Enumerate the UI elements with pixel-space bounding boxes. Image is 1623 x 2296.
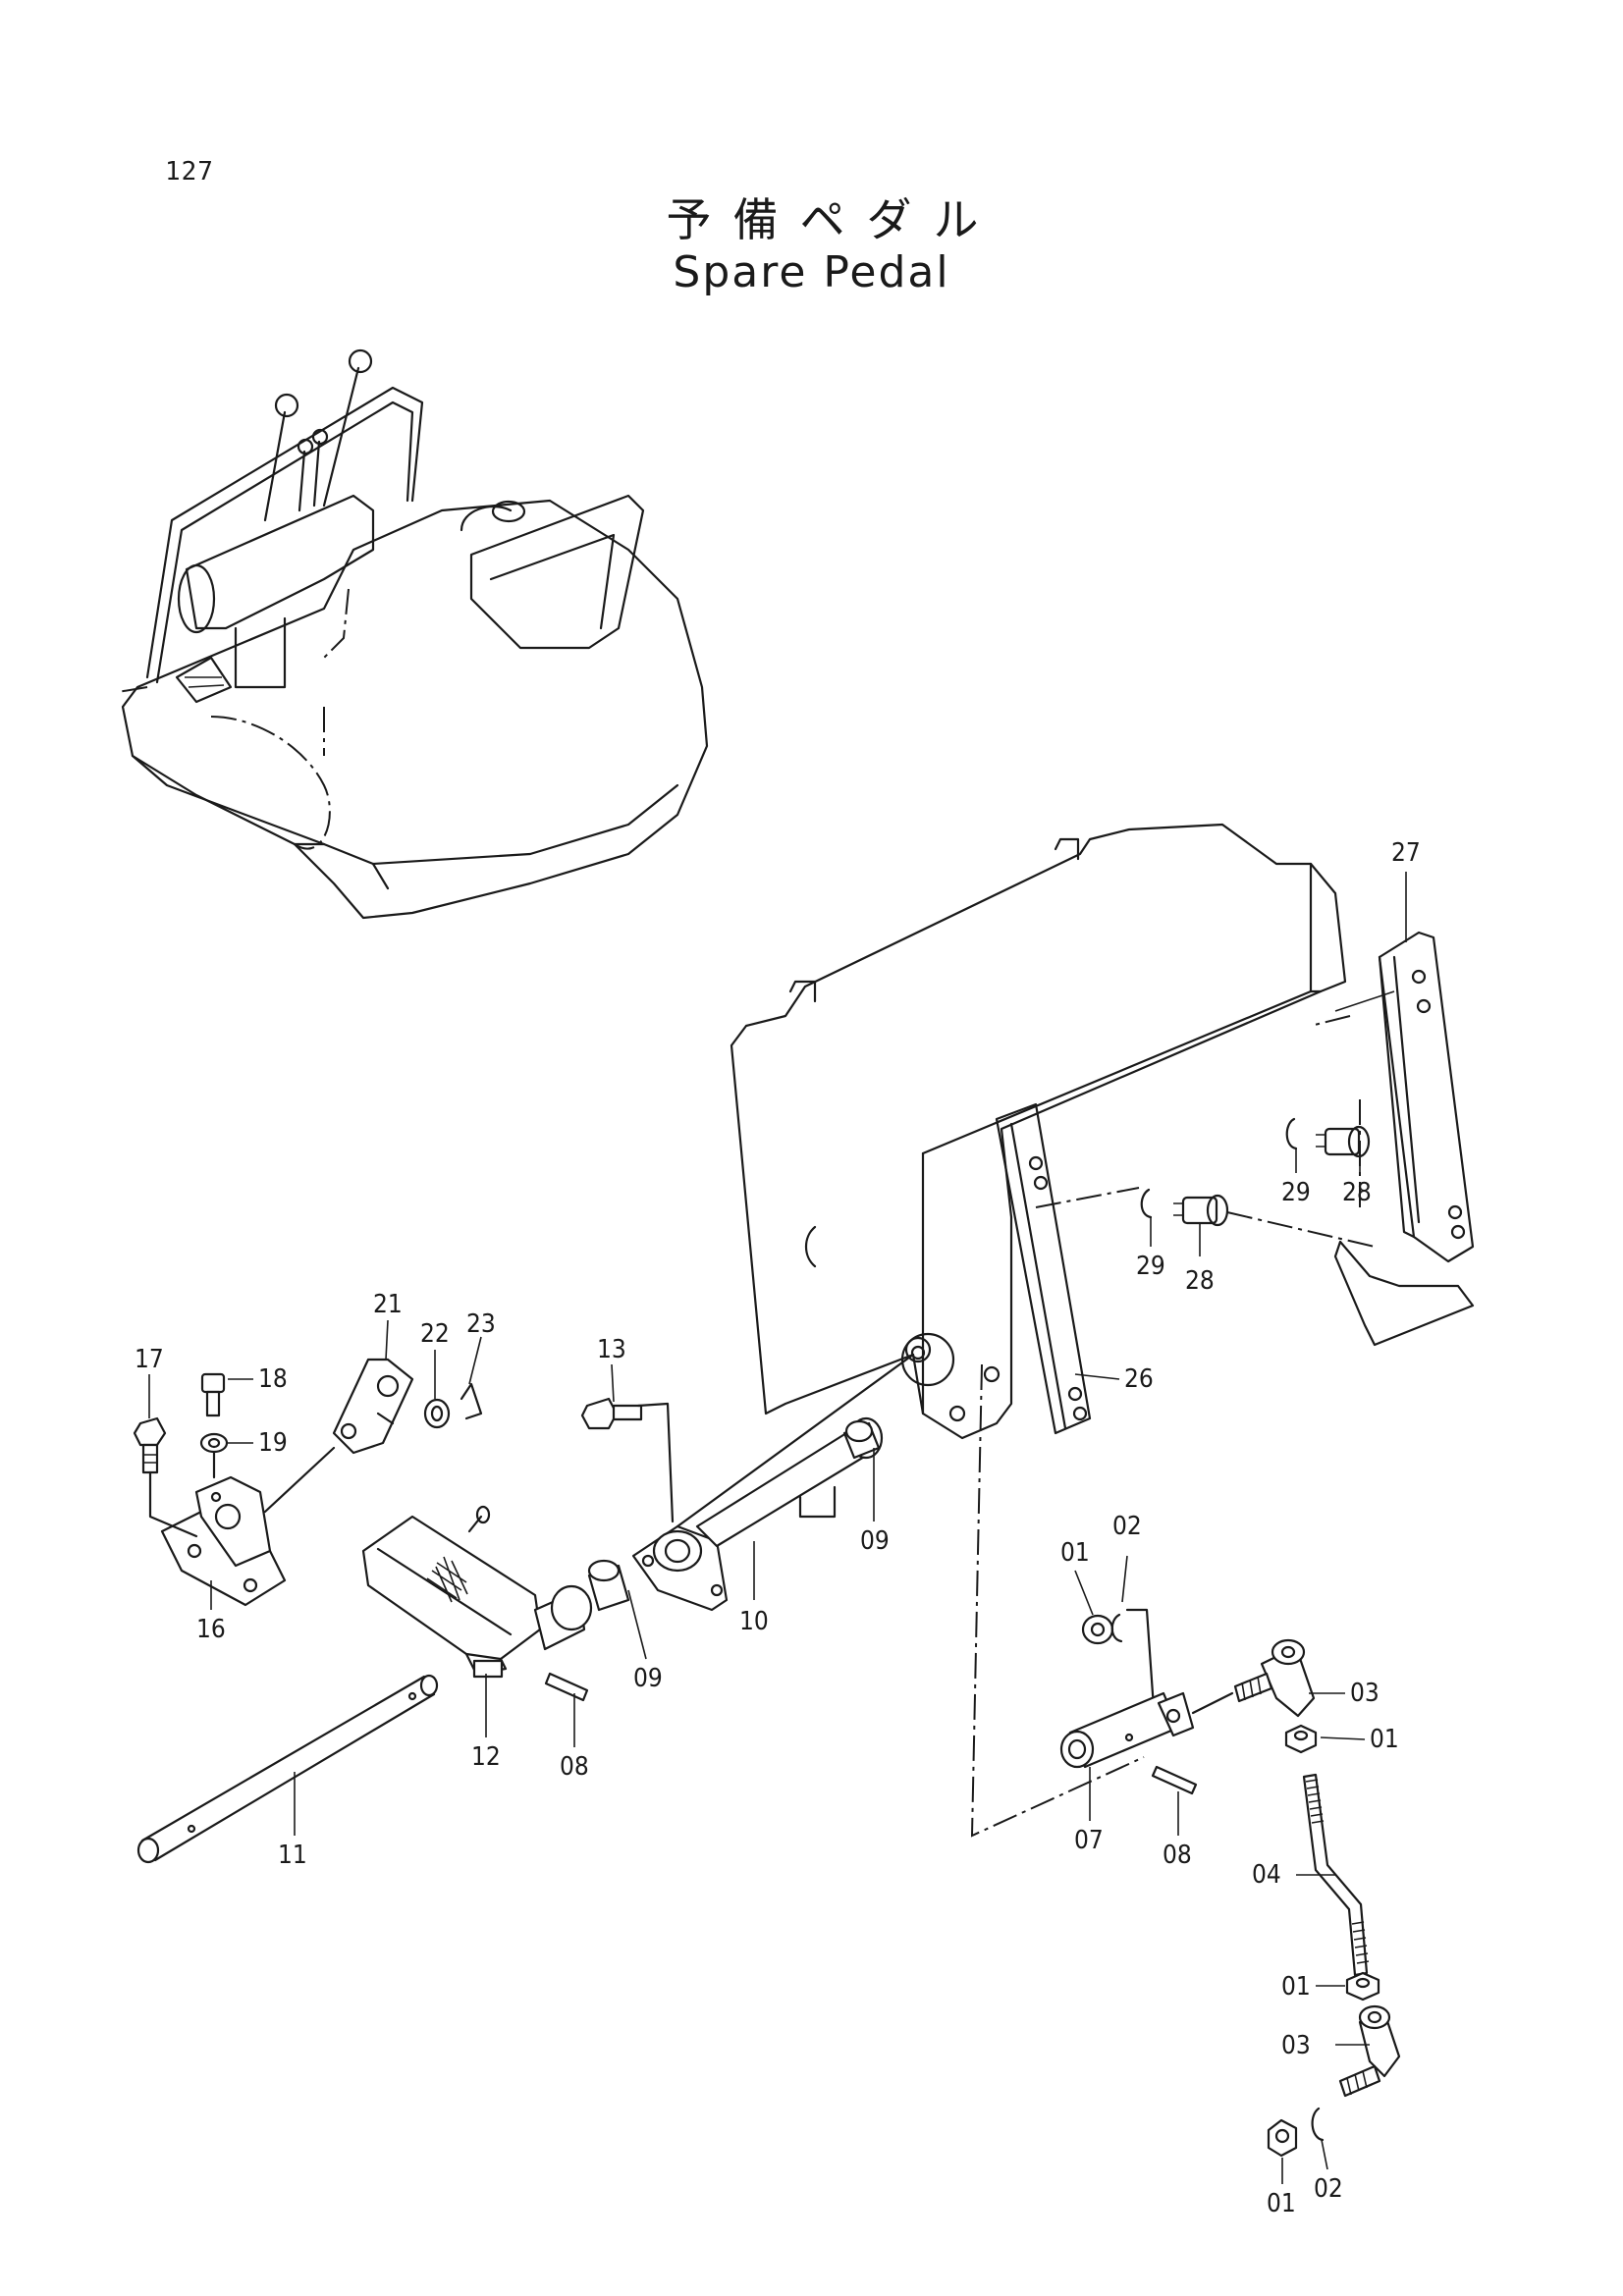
callout-04: 04 [1252, 1860, 1281, 1890]
bolt-28-lower [1173, 1194, 1229, 1227]
callout-26: 26 [1124, 1364, 1154, 1394]
callout-29-lower: 29 [1136, 1252, 1165, 1281]
callout-10: 10 [739, 1607, 769, 1636]
bolt-17 [133, 1416, 167, 1474]
title-japanese: 予備ペダル [666, 193, 1001, 246]
lever-07 [1059, 1691, 1195, 1769]
callout-11: 11 [278, 1841, 307, 1870]
bushing-09-upper [842, 1419, 881, 1460]
bushing-09-lower [587, 1559, 630, 1612]
bracket-10 [631, 1416, 884, 1612]
callout-23: 23 [466, 1309, 496, 1339]
callout-07: 07 [1074, 1826, 1104, 1855]
washer-02-bottom [1311, 2107, 1325, 2142]
rod-end-03-upper [1233, 1638, 1316, 1718]
callout-13: 13 [597, 1335, 626, 1364]
callout-28-lower: 28 [1185, 1266, 1215, 1296]
title-english: Spare Pedal [673, 247, 950, 297]
bracket-27 [1333, 931, 1475, 1347]
callout-09-upper: 09 [860, 1526, 890, 1556]
callout-labels: 27 28 29 29 28 26 21 22 23 17 18 19 16 1… [135, 838, 1421, 2218]
nut-19 [199, 1432, 229, 1454]
clip-29-upper [1285, 1117, 1298, 1150]
pin-08-right [1151, 1765, 1198, 1795]
bracket-16 [160, 1475, 287, 1607]
callout-01-bottom: 01 [1267, 2189, 1296, 2218]
callout-01-mid: 01 [1060, 1538, 1090, 1568]
callout-22: 22 [420, 1319, 450, 1349]
strip-26 [995, 1102, 1092, 1435]
callout-29-upper: 29 [1281, 1178, 1311, 1207]
page-number: 127 [165, 157, 214, 187]
callout-18: 18 [258, 1364, 288, 1394]
machine-overview-illustration [117, 348, 709, 920]
pedal-12 [361, 1505, 593, 1679]
callout-02-mid: 02 [1112, 1512, 1142, 1541]
callout-27: 27 [1391, 838, 1421, 868]
callout-02-bottom: 02 [1314, 2174, 1343, 2204]
callout-28-upper: 28 [1342, 1178, 1372, 1207]
washer-22 [423, 1398, 451, 1429]
bolt-18 [200, 1372, 226, 1417]
callout-01-lower: 01 [1281, 1972, 1311, 2002]
callout-08-right: 08 [1163, 1841, 1192, 1870]
main-panel-illustration [730, 823, 1361, 1838]
shaft-11 [136, 1674, 439, 1864]
callout-21: 21 [373, 1290, 403, 1319]
callout-17: 17 [135, 1345, 164, 1374]
nut-01-upper [1284, 1724, 1318, 1754]
nut-01-bottom [1267, 2118, 1298, 2158]
plate-21 [332, 1358, 414, 1455]
pin-23 [460, 1382, 483, 1420]
rod-end-03-lower [1338, 2004, 1401, 2098]
leader-lines [148, 872, 1407, 2184]
nut-01-mid [1081, 1614, 1114, 1645]
callout-09-lower: 09 [633, 1664, 663, 1693]
clip-29-lower [1140, 1188, 1153, 1219]
callout-19: 19 [258, 1428, 288, 1458]
callout-03-upper: 03 [1350, 1679, 1380, 1708]
callout-03-lower: 03 [1281, 2031, 1311, 2060]
callout-16: 16 [196, 1615, 226, 1644]
bolt-28-upper [1316, 1125, 1371, 1158]
callout-01-upper: 01 [1370, 1725, 1399, 1754]
pin-08-left [544, 1672, 589, 1702]
callout-12: 12 [471, 1742, 501, 1772]
nut-01-lower [1345, 1971, 1380, 2002]
washer-02-mid [1110, 1613, 1123, 1643]
bolt-13 [580, 1397, 643, 1430]
callout-08-left: 08 [560, 1752, 589, 1782]
